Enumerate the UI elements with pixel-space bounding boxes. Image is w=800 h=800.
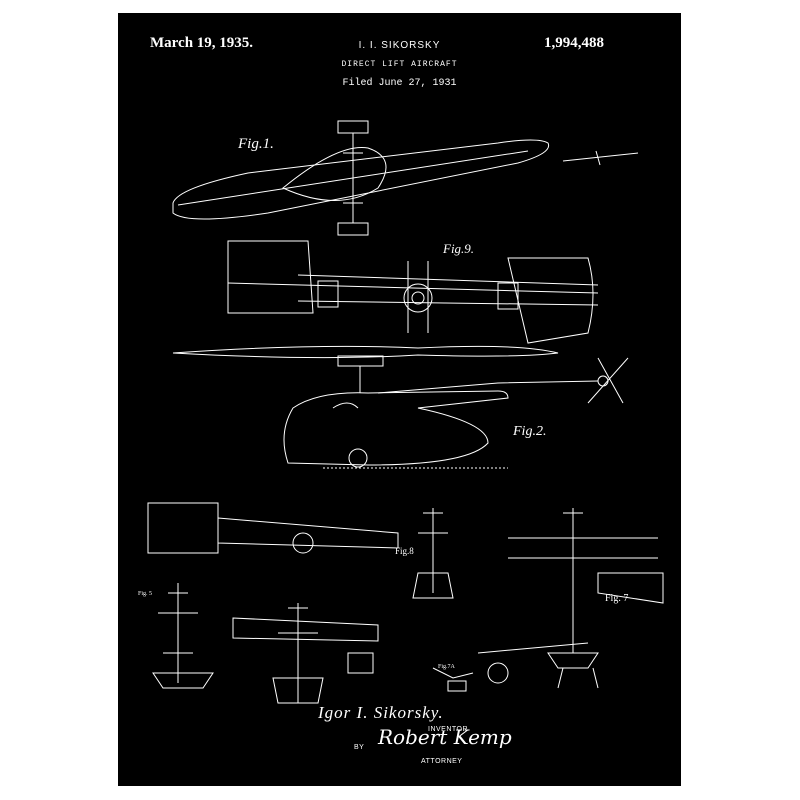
filed-date: Filed June 27, 1931: [342, 78, 457, 89]
fig9-hub-assembly: Fig.9.: [227, 240, 599, 344]
fig7a-label: Fig.7A: [438, 664, 456, 670]
patent-date: March 19, 1935.: [150, 35, 254, 51]
fig2-label: Fig.2.: [512, 424, 546, 439]
fig2-helicopter-sideview: Fig.2.: [172, 345, 629, 469]
inventor-label: INVENTOR: [428, 726, 469, 733]
inventor-heading: I. I. SIKORSKY: [358, 40, 441, 51]
lower-left-details: Fig. 5: [138, 502, 399, 689]
fig9-label: Fig.9.: [442, 241, 474, 256]
patent-poster: March 19, 1935. I. I. SIKORSKY DIRECT LI…: [118, 13, 681, 786]
fig7-label: Fig. 7: [605, 593, 628, 604]
patent-drawings: Fig.1. Fig.9. Fig.2.: [138, 120, 664, 704]
fig7-detail: Fig. 7: [477, 508, 664, 689]
fig1-label: Fig.1.: [237, 136, 274, 152]
by-label: BY: [354, 744, 365, 751]
attorney-label: ATTORNEY: [421, 758, 463, 765]
fig1-rotor-topview: Fig.1.: [172, 120, 639, 236]
attorney-signature: Robert Kemp: [378, 725, 512, 749]
fig5-label: Fig. 5: [138, 591, 152, 597]
fig7a-detail: Fig.7A: [432, 664, 474, 692]
inventor-signature: Igor I. Sikorsky.: [318, 703, 444, 722]
mast-detail: [232, 603, 379, 704]
fig8-label: Fig.8: [395, 546, 414, 556]
patent-number: 1,994,488: [544, 35, 604, 51]
patent-title: DIRECT LIFT AIRCRAFT: [341, 60, 458, 69]
fig8-detail: Fig.8: [395, 508, 454, 599]
